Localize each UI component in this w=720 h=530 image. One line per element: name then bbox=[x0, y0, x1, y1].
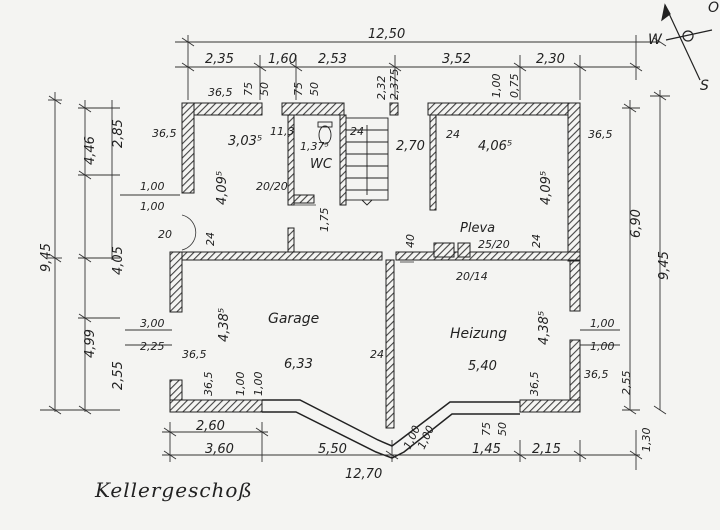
room-garage: Garage bbox=[268, 311, 319, 327]
dimension-g-225: 2,25 bbox=[140, 340, 165, 353]
dimension-right-945: 9,45 bbox=[657, 251, 672, 280]
room-wc: WC bbox=[310, 157, 333, 172]
dimension-room-2020: 20/20 bbox=[256, 180, 288, 193]
dimension-b-75: 75 bbox=[480, 422, 493, 436]
dimension-small-075: 0,75 bbox=[508, 74, 521, 99]
dimension-right-690: 6,90 bbox=[629, 209, 644, 238]
dimension-top-b: 1,60 bbox=[268, 52, 297, 67]
dimension-room-100a: 1,00 bbox=[140, 180, 165, 193]
dimension-left-945: 9,45 bbox=[39, 243, 54, 272]
dimension-room-137: 1,37⁵ bbox=[300, 140, 329, 153]
compass-o: O bbox=[708, 0, 719, 16]
compass-s: S bbox=[700, 78, 709, 94]
staircase bbox=[345, 117, 389, 206]
room-pleva: Pleva bbox=[460, 221, 495, 236]
dimension-h-365: 36,5 bbox=[528, 372, 541, 397]
dimension-left-405: 4,05 bbox=[111, 246, 126, 275]
labels: W O S Garage Heizung WC Pleva 12,50 2,35… bbox=[39, 0, 719, 482]
dimension-h-540: 5,40 bbox=[468, 359, 497, 374]
dimension-room-270: 2,70 bbox=[396, 139, 425, 154]
dimension-left-255: 2,55 bbox=[111, 361, 126, 390]
dimension-g-300: 3,00 bbox=[140, 317, 165, 330]
dimension-b-360: 3,60 bbox=[205, 442, 234, 457]
dimension-small-50: 50 bbox=[258, 82, 271, 96]
dimension-small-75b: 75 bbox=[292, 82, 305, 96]
dimension-g-438: 4,38⁵ bbox=[217, 308, 232, 342]
dimension-left-446: 4,46 bbox=[83, 136, 98, 165]
dimension-room-406: 4,06⁵ bbox=[478, 139, 512, 154]
dimension-b-550: 5,50 bbox=[318, 442, 347, 457]
dimension-g-633: 6,33 bbox=[284, 357, 313, 372]
dimension-room-2520: 25/20 bbox=[478, 238, 510, 251]
dimension-g-365b: 36,5 bbox=[202, 372, 215, 397]
dimension-small-36: 36,5 bbox=[208, 86, 233, 99]
dimension-room-365b: 36,5 bbox=[588, 128, 613, 141]
compass-icon bbox=[661, 3, 713, 81]
dimension-room-24: 24 bbox=[350, 125, 364, 138]
door-swings bbox=[181, 204, 414, 263]
dimension-room-409b: 4,09⁵ bbox=[539, 171, 554, 205]
dimension-b-50: 50 bbox=[496, 422, 509, 436]
dimension-room-40: 40 bbox=[404, 234, 417, 248]
dimension-top-a: 2,35 bbox=[205, 52, 234, 67]
dimension-top-total: 12,50 bbox=[368, 27, 405, 42]
dimension-room-409: 4,09⁵ bbox=[215, 171, 230, 205]
room-heizung: Heizung bbox=[450, 326, 507, 342]
dimension-top-f: 2,32 bbox=[375, 76, 388, 101]
bay-walls bbox=[262, 399, 520, 459]
dimension-b-130: 1,30 bbox=[640, 428, 653, 453]
dimension-room-2014: 20/14 bbox=[456, 270, 488, 283]
dimension-top-e: 2,30 bbox=[536, 52, 565, 67]
dimension-room-113: 11,3 bbox=[270, 125, 295, 138]
dimension-g-100: 1,00 bbox=[234, 372, 247, 397]
dimension-h-100b: 1,00 bbox=[590, 340, 615, 353]
dimension-left-285: 2,85 bbox=[111, 119, 126, 148]
dimension-small-50b: 50 bbox=[308, 82, 321, 96]
dimension-room-20: 20 bbox=[158, 228, 172, 241]
walls bbox=[169, 102, 581, 429]
dimension-h-255: 2,55 bbox=[620, 371, 633, 396]
dimension-room-175: 1,75 bbox=[318, 208, 331, 233]
dimension-top-c: 2,53 bbox=[318, 52, 347, 67]
dimension-top-g: 2,375 bbox=[388, 69, 401, 101]
dimension-b-260: 2,60 bbox=[196, 419, 225, 434]
dimension-room-303: 3,03⁵ bbox=[228, 134, 262, 149]
dimension-room-24d: 24 bbox=[530, 234, 543, 248]
dimension-small-75: 75 bbox=[242, 82, 255, 96]
dimension-b-total: 12,70 bbox=[345, 467, 382, 482]
dimension-small-100: 1,00 bbox=[490, 74, 503, 99]
dimension-lines bbox=[40, 35, 670, 470]
compass-w: W bbox=[648, 32, 663, 48]
dimension-g-24: 24 bbox=[370, 348, 384, 361]
dimension-g-100b: 1,00 bbox=[252, 372, 265, 397]
dimension-h-365b: 36,5 bbox=[584, 368, 609, 381]
dimension-room-365: 36,5 bbox=[152, 127, 177, 140]
dimension-g-365: 36,5 bbox=[182, 348, 207, 361]
plan-caption: Kellergeschoß bbox=[95, 478, 253, 502]
dimension-h-100: 1,00 bbox=[590, 317, 615, 330]
dimension-b-215: 2,15 bbox=[532, 442, 561, 457]
dimension-room-24c: 24 bbox=[204, 232, 217, 246]
dimension-left-499: 4,99 bbox=[83, 329, 98, 358]
dimension-b-145: 1,45 bbox=[472, 442, 501, 457]
dimension-room-100b: 1,00 bbox=[140, 200, 165, 213]
dimension-top-d: 3,52 bbox=[442, 52, 471, 67]
dimension-h-438: 4,38⁵ bbox=[537, 311, 552, 345]
toilet-icon bbox=[317, 121, 333, 145]
dimension-room-24b: 24 bbox=[446, 128, 460, 141]
